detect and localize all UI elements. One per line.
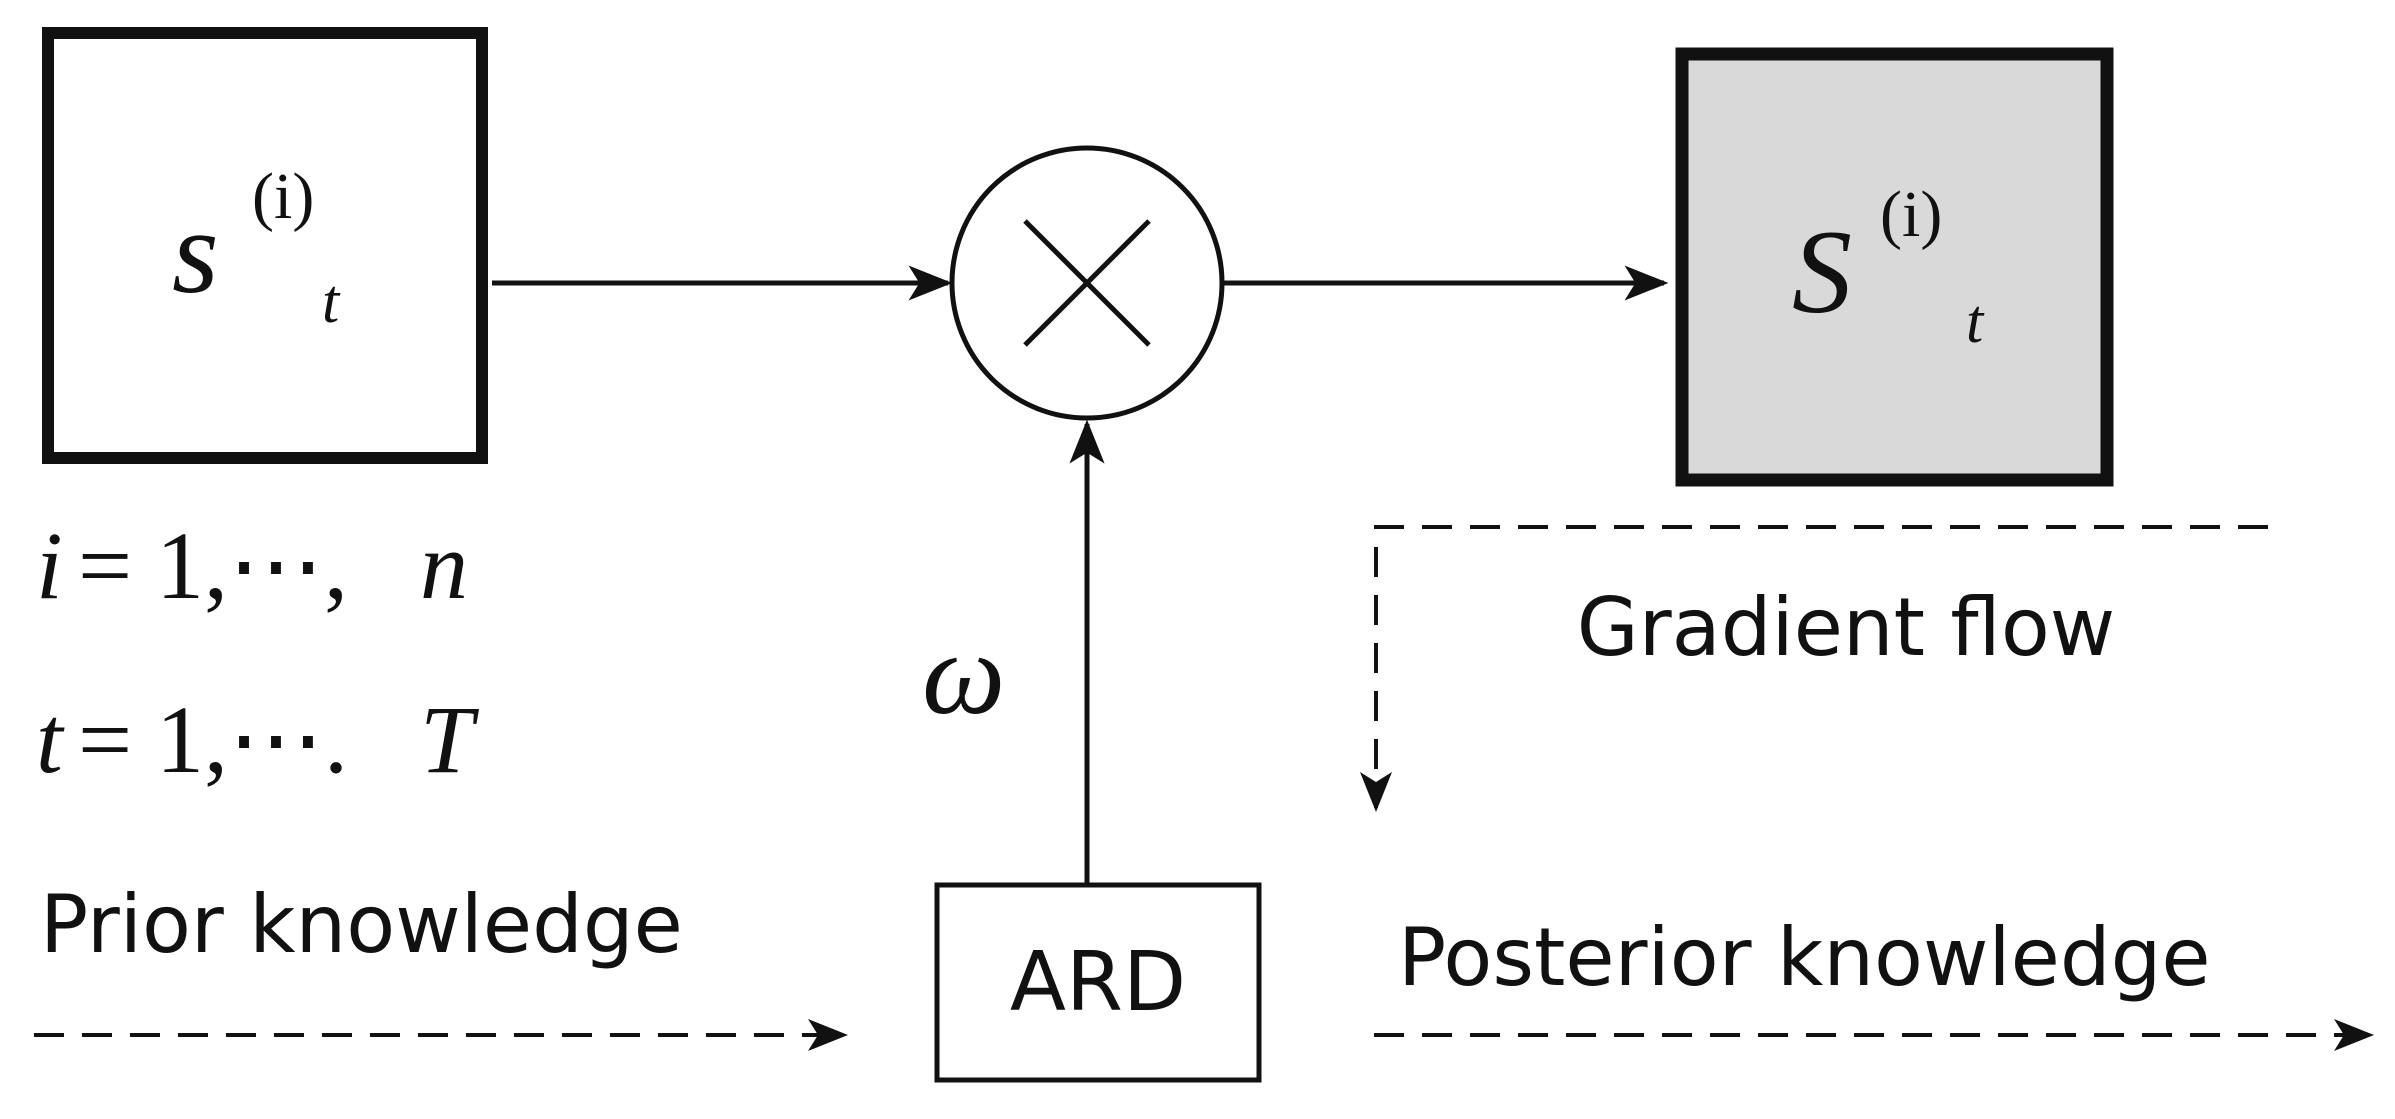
weight-symbol-omega: ω (922, 608, 1005, 739)
index-t-value: 1,⋯. (156, 686, 348, 793)
multiply-icon-stroke-2 (1023, 219, 1151, 347)
output-node-subscript: t (1966, 288, 1985, 356)
input-node-box (42, 27, 488, 464)
index-i-eq: = (78, 512, 132, 619)
output-node-superscript: (i) (1880, 178, 1942, 251)
input-node-superscript: (i) (252, 160, 314, 233)
prior-knowledge-label: Prior knowledge (40, 878, 683, 971)
index-t-end: T (420, 686, 480, 793)
ard-label: ARD (1010, 935, 1186, 1030)
gradient-flow-arrow (1360, 525, 2268, 812)
index-i-var: i (36, 512, 63, 619)
index-i-end: n (420, 512, 468, 619)
output-node-symbol: S (1792, 205, 1852, 338)
index-t-eq: = (78, 686, 132, 793)
index-range-t: t = 1,⋯. T (36, 686, 480, 793)
output-node-box (1675, 47, 2114, 487)
input-node-symbol: s (172, 185, 219, 318)
posterior-knowledge-label: Posterior knowledge (1398, 911, 2211, 1004)
index-range-i: i = 1,⋯, n (36, 512, 468, 619)
input-node-subscript: t (322, 268, 341, 336)
index-i-value: 1,⋯, (156, 512, 348, 619)
gradient-flow-label: Gradient flow (1577, 581, 2115, 674)
ard-box (934, 882, 1262, 1083)
index-t-var: t (36, 686, 65, 793)
